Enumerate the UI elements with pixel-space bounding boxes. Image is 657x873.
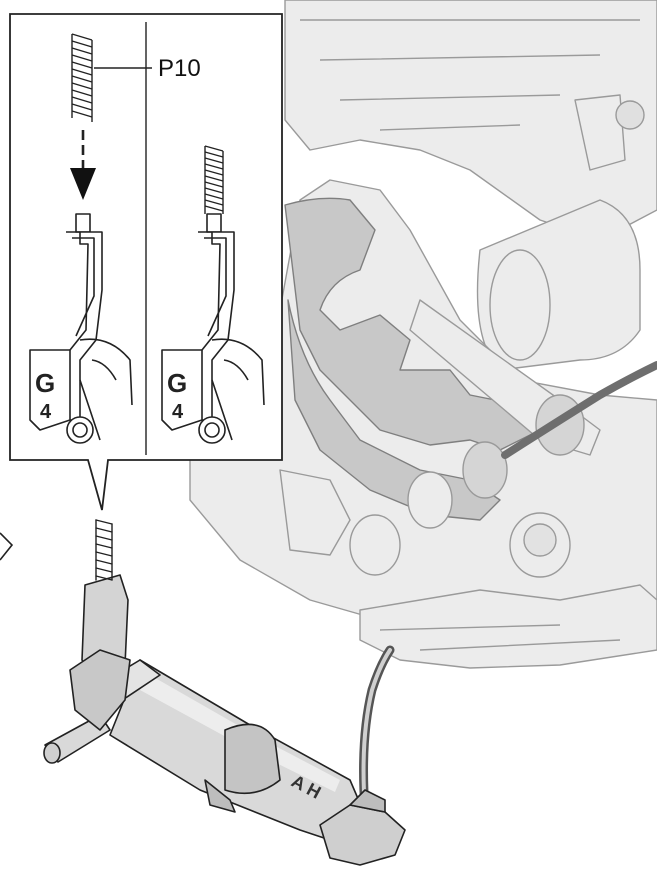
actuator-cable-edge <box>361 648 392 812</box>
upper-clip-ring <box>615 100 645 130</box>
lever-post-right <box>206 213 222 233</box>
ghost-lug-left <box>279 469 351 556</box>
spring-installed <box>204 145 224 214</box>
lever-fork-right <box>211 338 265 441</box>
upper-clip <box>574 94 626 171</box>
clamp-lip <box>204 779 236 813</box>
tag-number-left: 4 <box>40 401 52 423</box>
tag-plate-right <box>161 349 203 431</box>
end-connector-tab <box>349 789 386 813</box>
background-assembly <box>189 0 657 669</box>
cross-pin-end <box>43 742 61 764</box>
pointer-chevron <box>0 532 14 561</box>
spring-mounted <box>95 519 113 581</box>
cylinder-clamp <box>224 723 281 795</box>
lever-bracket <box>69 649 131 731</box>
lever-fork-left <box>79 338 133 441</box>
boss-3-inner <box>523 523 557 557</box>
lever-detail-left <box>29 213 133 444</box>
rail-upper-cap <box>535 394 585 456</box>
pivot-inner-left <box>72 422 88 438</box>
tag-letter-left: G <box>35 368 55 398</box>
tag-letter-right: G <box>167 368 187 398</box>
lever-post-left <box>75 213 91 233</box>
lever-inner-left <box>72 237 95 337</box>
boss-2 <box>349 514 401 576</box>
tag-plate-left <box>29 349 71 431</box>
lever-inner-right <box>204 237 227 337</box>
spring-loose <box>71 33 93 122</box>
sensor-cable <box>501 361 657 459</box>
lever-detail-right <box>161 213 265 444</box>
pivot-inner-right <box>204 422 220 438</box>
rail-lower-cap <box>462 441 508 499</box>
tag-number-right: 4 <box>172 401 184 423</box>
upper-cylinder-end <box>489 249 551 361</box>
boss-1 <box>407 471 453 529</box>
insert-arrow-head <box>70 168 96 200</box>
bracket-rib <box>379 624 621 651</box>
housing-top <box>284 0 657 241</box>
housing-top-rib <box>300 19 640 131</box>
detail-callout: P10 G 4 G 4 <box>9 13 283 511</box>
actuator-assembly: A H <box>43 519 406 866</box>
callout-label-p10: P10 <box>158 55 201 82</box>
